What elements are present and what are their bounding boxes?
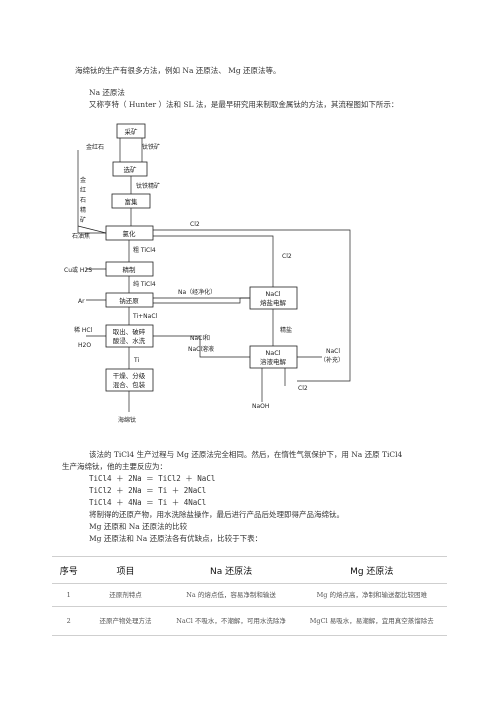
connector xyxy=(153,235,274,287)
box-leaching-line2: 酸浸、水洗 xyxy=(113,336,146,345)
label-vertical-rutile-4: 精 xyxy=(80,206,86,214)
label-cl2-bottom: Cl2 xyxy=(298,385,308,392)
label-rutile: 金红石 xyxy=(86,143,104,151)
box-mining-label: 采矿 xyxy=(125,127,139,136)
label-h2o: H2O xyxy=(78,342,91,349)
intro-paragraph: 海绵钛的生产有很多方法，例如 Na 还原法、 Mg 还原法等。 xyxy=(75,66,281,75)
connector xyxy=(153,297,250,304)
section-description: 又称亨特（ Hunter ）法和 SL 法，是最早研究用来制取金属钛的方法，其流… xyxy=(89,100,399,109)
cell: MgCl 易吸水，易潮解，宜用真空蒸馏除去 xyxy=(296,606,447,636)
box-chlorination-label: 氯化 xyxy=(123,229,137,238)
label-nacl-makeup-1: NaCl xyxy=(326,348,340,355)
label-nacl-makeup-2: （补充） xyxy=(320,356,344,364)
connector xyxy=(153,229,351,382)
box-beneficiation-label: 选矿 xyxy=(124,165,138,174)
box-reduction-label: 钠还原 xyxy=(119,296,139,305)
label-refined-salt: 精盐 xyxy=(280,326,292,334)
box-drying-line2: 混合、包装 xyxy=(113,380,146,389)
label-pure-ticl4: 纯 TiCl4 xyxy=(133,280,156,288)
box-leaching-line1: 取出、破碎 xyxy=(113,327,146,336)
paragraph-2: 将制得的还原产物，用水洗除盐操作，最后进行产品后处理即得产品海绵钛。 xyxy=(89,510,344,519)
label-sponge-ti: 海绵钛 xyxy=(118,416,136,424)
box-electrolysis-solution-line1: NaCl xyxy=(265,349,280,357)
table-row: 1 还原剂特点 Na 的熔点低，容易净制和输送 Mg 的熔点高，净制和输送都比较… xyxy=(52,583,447,607)
box-drying xyxy=(105,368,154,392)
equation-3: TiCl4 ＋ 4Na ＝ Ti ＋ 4NaCl xyxy=(89,498,207,507)
box-drying-line1: 干燥、分级 xyxy=(113,371,146,380)
cell: Mg 的熔点高，净制和输送都比较困难 xyxy=(296,583,447,607)
label-na-purified: Na（经净化） xyxy=(178,288,216,296)
table-row: 2 还原产物处理方法 NaCl 不吸水，不潮解，可用水洗除净 MgCl 易吸水，… xyxy=(52,606,447,636)
section-title: Na 还原法 xyxy=(89,88,125,97)
box-beneficiation xyxy=(112,161,148,177)
box-refining-label: 精制 xyxy=(123,265,137,274)
label-dilute-hcl: 稀 HCl xyxy=(74,326,93,334)
label-nacl-solution: NaCl溶液 xyxy=(188,345,214,353)
label-cl2-top: Cl2 xyxy=(190,221,200,228)
comparison-table: 序号 项目 Na 还原法 Mg 还原法 1 还原剂特点 Na 的熔点低，容易净制… xyxy=(52,556,447,636)
label-cu-h2s: Cu或 H2S xyxy=(64,266,92,274)
label-nacl-and: NaCl和 xyxy=(190,334,210,342)
cell: 还原剂特点 xyxy=(85,583,166,607)
process-flowchart: 采矿 选矿 富集 氯化 精制 钠还原 取出、破碎 酸浸、水洗 干燥、分级 混合、… xyxy=(64,123,351,424)
equation-1: TiCl4 ＋ 2Na ＝ TiCl2 ＋ NaCl xyxy=(89,474,216,483)
label-petroleum-coke: 石油焦 xyxy=(72,232,90,240)
box-enrichment-label: 富集 xyxy=(125,197,139,206)
box-mining xyxy=(116,123,146,139)
header-na: Na 还原法 xyxy=(165,556,297,584)
label-cl2-mid: Cl2 xyxy=(282,253,292,260)
cell: 1 xyxy=(52,583,86,607)
box-electrolysis-melt-line2: 熔盐电解 xyxy=(260,298,287,307)
box-electrolysis-melt-line1: NaCl xyxy=(265,290,280,298)
cell: Na 的熔点低，容易净制和输送 xyxy=(165,583,297,607)
header-item: 项目 xyxy=(85,556,166,584)
cell: NaCl 不吸水，不潮解，可用水洗除净 xyxy=(165,606,297,636)
label-vertical-rutile-2: 红 xyxy=(80,186,86,194)
equation-2: TiCl2 ＋ 2Na ＝ Ti ＋ 2NaCl xyxy=(89,486,207,495)
label-vertical-rutile-5: 矿 xyxy=(80,216,86,224)
header-mg: Mg 还原法 xyxy=(296,556,447,584)
label-crude-ticl4: 粗 TiCl4 xyxy=(133,246,156,254)
header-index: 序号 xyxy=(52,556,86,584)
cell: 2 xyxy=(52,606,86,636)
label-ti-nacl: Ti+NaCl xyxy=(132,313,158,320)
label-ilmenite: 钛铁矿 xyxy=(142,143,160,151)
paragraph-4: Mg 还原法和 Na 还原法各有优缺点，比较于下表： xyxy=(89,534,263,543)
label-vertical-rutile-3: 石 xyxy=(80,197,86,204)
label-naoh: NaOH xyxy=(252,403,269,410)
label-ar: Ar xyxy=(78,298,85,305)
cell: 还原产物处理方法 xyxy=(85,606,166,636)
label-ilmenite-concentrate: 钛铁精矿 xyxy=(136,182,160,190)
label-ti: Ti xyxy=(133,357,139,364)
box-electrolysis-solution-line2: 溶液电解 xyxy=(260,357,287,366)
table-header-row: 序号 项目 Na 还原法 Mg 还原法 xyxy=(52,556,447,584)
paragraph-3: Mg 还原和 Na 还原法的比较 xyxy=(89,522,188,531)
paragraph-1b: 生产海绵钛，他的主要反应为： xyxy=(62,462,167,471)
connector xyxy=(153,335,250,358)
connector xyxy=(77,225,107,234)
label-vertical-rutile-1: 金 xyxy=(80,176,86,184)
connector xyxy=(77,150,106,234)
paragraph-1: 该法的 TiCl4 生产过程与 Mg 还原法完全相同。然后，在惰性气氛保护下，用… xyxy=(89,450,403,459)
